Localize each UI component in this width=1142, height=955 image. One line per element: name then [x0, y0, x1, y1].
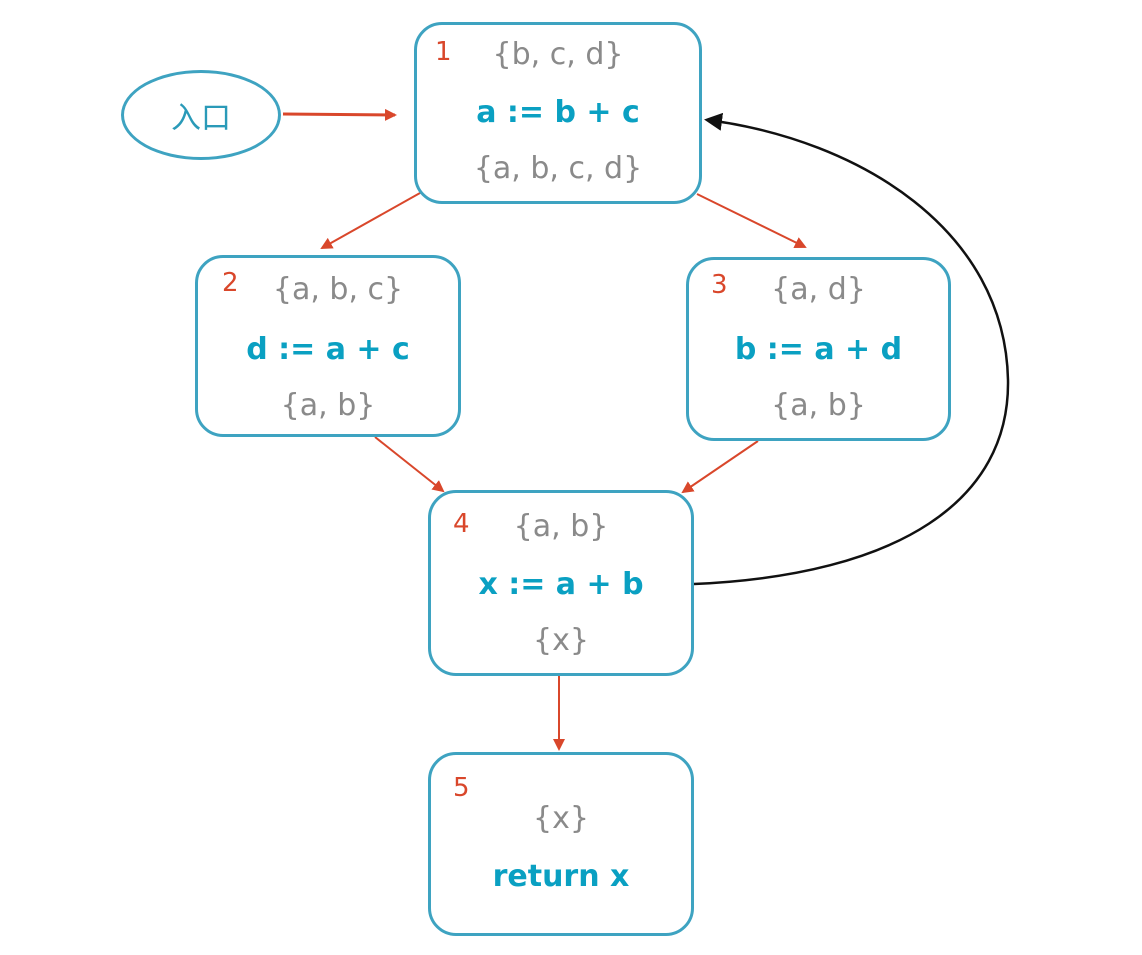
block-number: 3 [711, 270, 728, 300]
edge-2-to-4 [374, 436, 445, 493]
entry-node: 入口 [121, 70, 281, 160]
statement: return x [492, 859, 630, 894]
block-3: 3 {a, d} b := a + d {a, b} [686, 257, 951, 441]
out-set: {x} [533, 623, 589, 658]
in-set: {b, c, d} [492, 37, 624, 72]
block-1: 1 {b, c, d} a := b + c {a, b, c, d} [414, 22, 702, 204]
back-edge-4-to-1 [693, 112, 1010, 586]
statement: a := b + c [476, 95, 640, 130]
edge-1-to-2 [320, 192, 421, 249]
block-number: 4 [453, 509, 470, 539]
block-number: 1 [435, 37, 452, 67]
block-number: 5 [453, 773, 470, 803]
in-set: {x} [533, 801, 589, 836]
block-number: 2 [222, 268, 239, 298]
entry-label: 入口 [171, 101, 231, 136]
edge-3-to-4 [681, 440, 759, 494]
out-set: {a, b, c, d} [473, 151, 643, 186]
in-set: {a, b} [513, 509, 609, 544]
statement: b := a + d [734, 332, 903, 367]
out-set: {a, b} [771, 388, 866, 423]
statement: x := a + b [478, 567, 644, 602]
edge-entry-to-1 [282, 108, 397, 121]
block-4: 4 {a, b} x := a + b {x} [428, 490, 694, 676]
statement: d := a + c [246, 332, 410, 367]
block-5: 5 {x} return x [428, 752, 694, 936]
out-set: {a, b} [280, 388, 376, 423]
in-set: {a, b, c} [272, 272, 404, 307]
block-2: 2 {a, b, c} d := a + c {a, b} [195, 255, 461, 437]
edge-1-to-3 [696, 193, 807, 248]
in-set: {a, d} [771, 272, 866, 307]
